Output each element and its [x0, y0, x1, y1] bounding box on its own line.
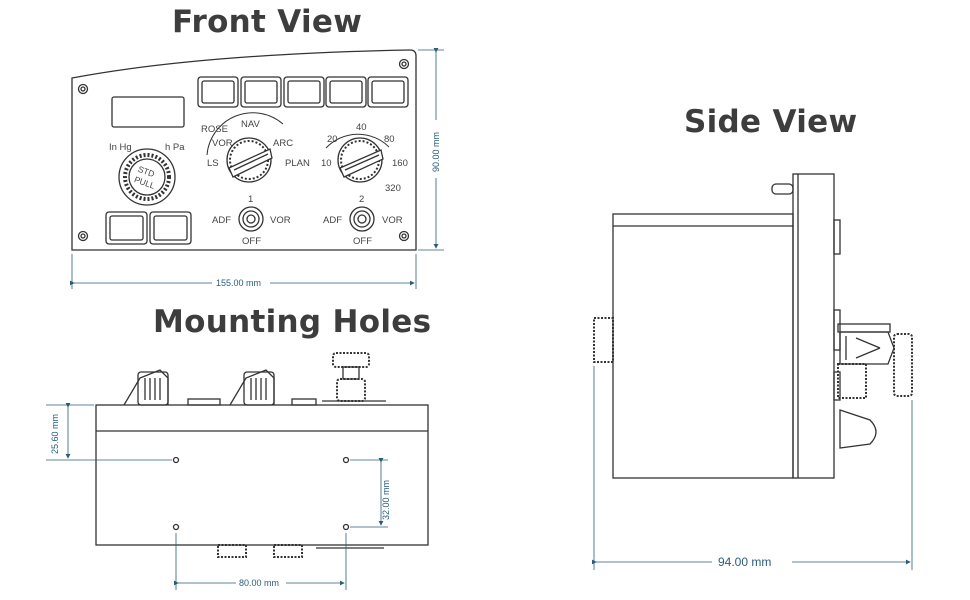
hole-offset-dimension: [46, 403, 172, 461]
hole-horizontal-value: 80.00 mm: [239, 578, 279, 588]
hole-bottom-left: [172, 523, 180, 531]
label-rose: ROSE: [201, 124, 228, 135]
side-view: [593, 173, 913, 479]
label-nav: NAV: [241, 119, 260, 130]
mode-selector-knob: [206, 112, 284, 183]
side-front-plate: [792, 173, 835, 479]
top-protrusions: [123, 352, 386, 406]
display-window: [111, 96, 185, 128]
label-arc: ARC: [273, 138, 293, 149]
front-width-dimension: [70, 254, 417, 289]
range-selector-knob: [325, 133, 390, 183]
label-range-40: 40: [356, 122, 367, 133]
rear-connector: [593, 317, 614, 363]
hole-horizontal-dimension: [174, 533, 347, 590]
label-vor-mode: VOR: [212, 138, 233, 149]
label-hpa: h Pa: [165, 142, 185, 153]
bottom-protrusions: [217, 544, 384, 558]
label-switch-2-off: OFF: [353, 236, 372, 247]
corner-screws: [77, 58, 410, 242]
mounting-holes-title: Mounting Holes: [153, 304, 432, 340]
side-view-title: Side View: [684, 104, 858, 140]
front-view: [71, 49, 417, 251]
toggle-switch-1: [238, 206, 264, 232]
hole-vertical-dimension: [350, 458, 388, 528]
label-range-80: 80: [384, 134, 395, 145]
label-range-320: 320: [385, 183, 401, 194]
front-panel-outline: [71, 49, 417, 251]
mounting-holes: [172, 456, 350, 531]
front-width-value: 155.00 mm: [216, 278, 261, 288]
label-switch-2-number: 2: [359, 194, 364, 205]
toggle-switch-2: [349, 206, 375, 232]
mounting-body: [95, 404, 429, 546]
label-range-20: 20: [327, 134, 338, 145]
hole-vertical-value: 32.00 mm: [381, 480, 391, 520]
label-switch-2-vor: VOR: [382, 215, 403, 226]
label-switch-1-vor: VOR: [270, 215, 291, 226]
side-depth-dimension: [592, 366, 913, 570]
front-height-value: 90.00 mm: [431, 132, 441, 172]
label-plan: PLAN: [285, 158, 310, 169]
side-knob: [837, 323, 913, 449]
side-depth-value: 94.00 mm: [718, 555, 771, 569]
mounting-view: [95, 352, 429, 558]
bottom-button-pair: [105, 211, 192, 245]
baro-knob: [118, 148, 176, 206]
side-body: [612, 213, 794, 479]
hole-top-right: [342, 456, 350, 464]
front-view-title: Front View: [172, 4, 363, 40]
label-range-160: 160: [392, 158, 408, 169]
front-height-dimension: [418, 48, 444, 251]
label-switch-1-adf: ADF: [212, 215, 231, 226]
label-in-hg: In Hg: [109, 142, 132, 153]
label-range-10: 10: [321, 158, 332, 169]
hole-offset-value: 25.60 mm: [50, 414, 60, 454]
label-switch-2-adf: ADF: [323, 215, 342, 226]
label-ls: LS: [207, 158, 219, 169]
top-button-row: [197, 76, 409, 108]
label-switch-1-off: OFF: [242, 236, 261, 247]
label-switch-1-number: 1: [248, 194, 253, 205]
hole-top-left: [172, 456, 180, 464]
hole-bottom-right: [342, 523, 350, 531]
